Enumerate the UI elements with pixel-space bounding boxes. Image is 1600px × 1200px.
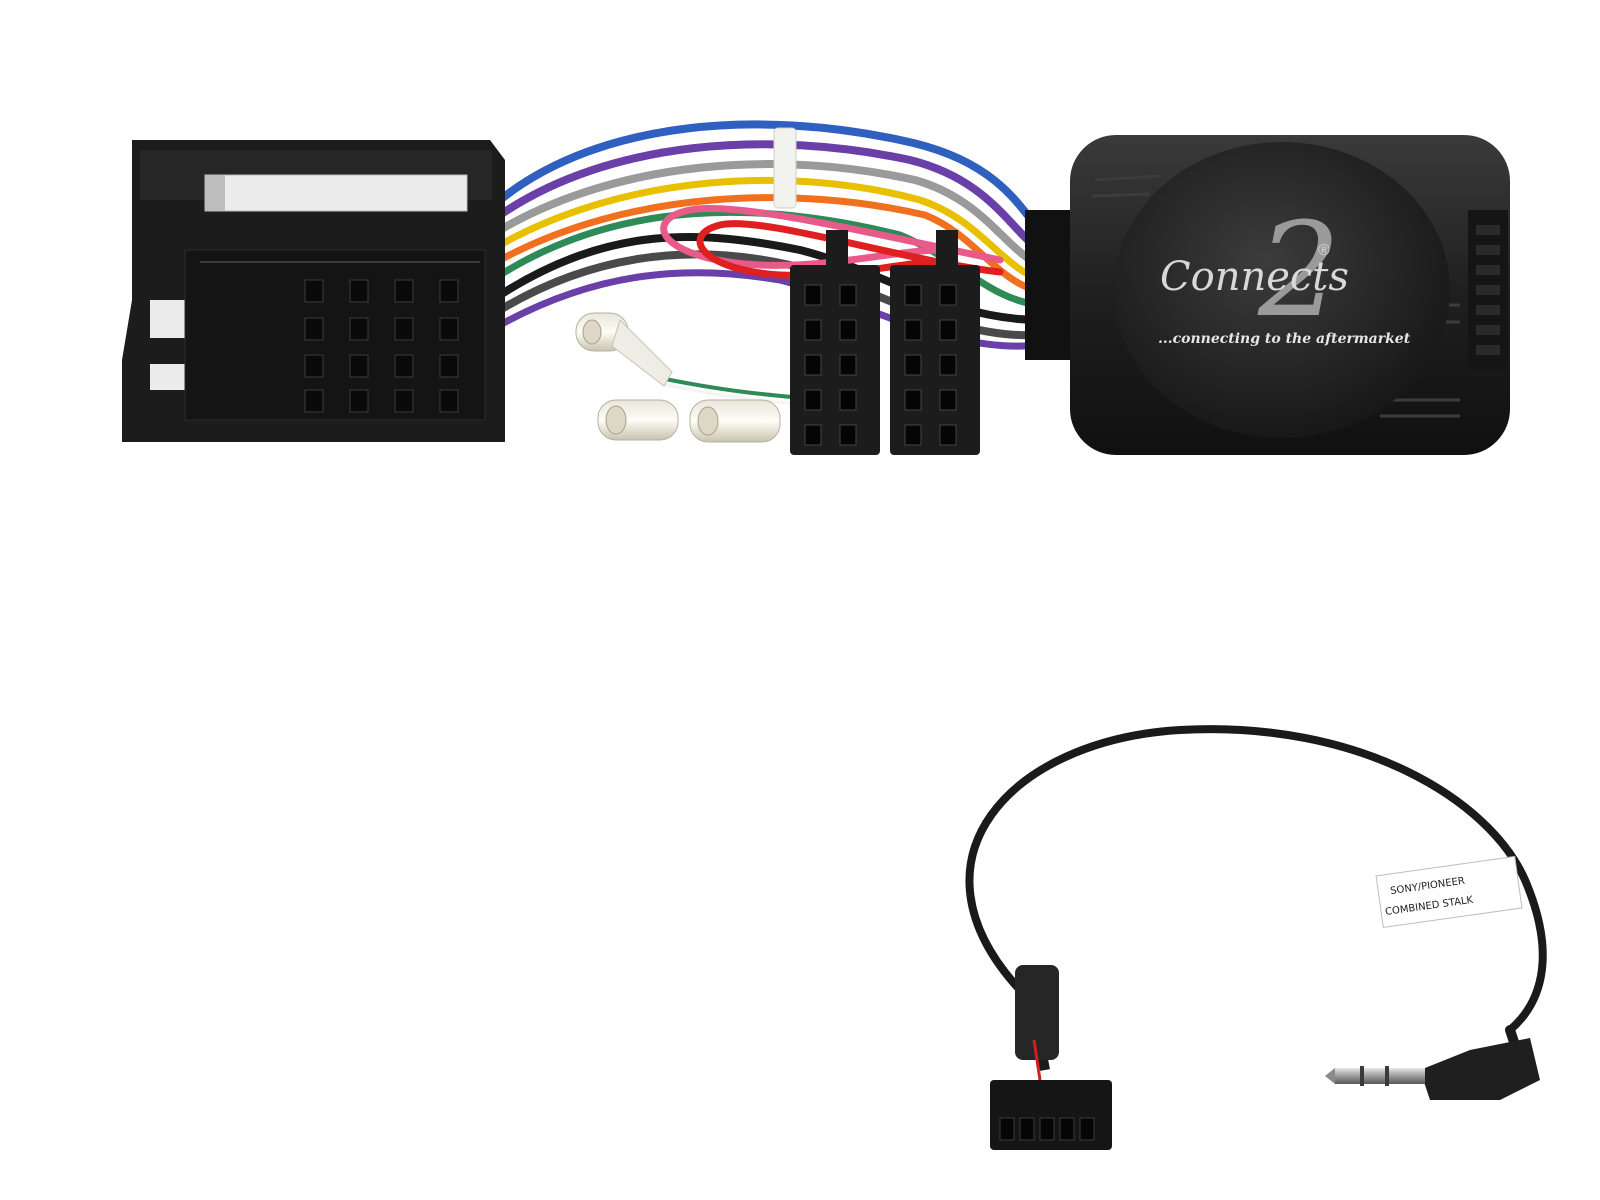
registered-mark: ® [1318, 242, 1330, 259]
multipin-plug [990, 965, 1112, 1150]
quadlock-pin-grid [304, 279, 459, 413]
patch-lead-cable [965, 725, 1547, 1034]
insulated-ferrules [575, 312, 781, 443]
brand-word: Connects [1160, 254, 1349, 300]
brand-badge [1114, 142, 1450, 438]
interface-module: 2 Connects ® ...connecting to the afterm… [1025, 135, 1510, 455]
quadlock-connector [122, 140, 505, 442]
ferrule-bottom-left [597, 399, 679, 441]
iso-connector-right [890, 230, 980, 455]
wire-bundle [496, 120, 1044, 408]
patch-lead: SONY/PIONEER COMBINED STALK [965, 725, 1547, 1150]
jack-plug-3-5mm [1325, 1025, 1540, 1100]
ferrule-bottom-right [689, 399, 781, 443]
cable-label: SONY/PIONEER COMBINED STALK [1375, 855, 1523, 929]
iso-connector-left [790, 230, 880, 455]
ferrule-top [575, 312, 673, 387]
brand-tagline: ...connecting to the aftermarket [1158, 331, 1411, 347]
brand-digit: 2 [1257, 194, 1341, 346]
